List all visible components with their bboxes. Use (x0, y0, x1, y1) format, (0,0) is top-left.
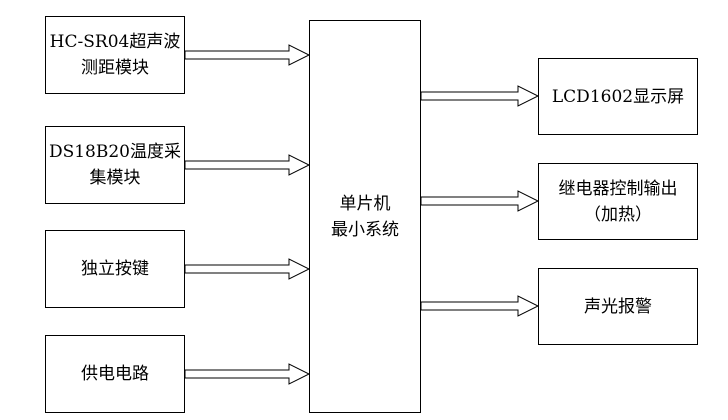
ultrasonic-module-label: HC-SR04超声波 测距模块 (49, 32, 181, 78)
temperature-module-label: DS18B20温度采 集模块 (48, 142, 182, 188)
lcd-box: LCD1602显示屏 (538, 58, 698, 135)
arrow-keys-to-mcu (184, 258, 311, 280)
ultrasonic-module-box: HC-SR04超声波 测距模块 (45, 16, 185, 94)
arrow-power-to-mcu (184, 363, 311, 385)
alarm-box: 声光报警 (538, 268, 698, 345)
arrow-temperature-to-mcu (184, 154, 311, 176)
relay-label: 继电器控制输出 （加热） (558, 178, 678, 225)
keys-box: 独立按键 (45, 230, 185, 308)
lcd-label: LCD1602显示屏 (551, 86, 685, 107)
temperature-module-box: DS18B20温度采 集模块 (45, 126, 185, 204)
mcu-core-box: 单片机 最小系统 (309, 20, 421, 413)
arrow-mcu-to-alarm (420, 295, 540, 317)
arrow-mcu-to-relay (420, 190, 540, 212)
alarm-label: 声光报警 (584, 296, 652, 317)
arrow-mcu-to-lcd (420, 85, 540, 107)
arrow-ultrasonic-to-mcu (184, 44, 311, 66)
power-circuit-label: 供电电路 (81, 364, 149, 384)
mcu-core-label: 单片机 最小系统 (331, 193, 399, 240)
power-circuit-box: 供电电路 (45, 335, 185, 413)
keys-label: 独立按键 (81, 259, 149, 279)
relay-box: 继电器控制输出 （加热） (538, 163, 698, 240)
